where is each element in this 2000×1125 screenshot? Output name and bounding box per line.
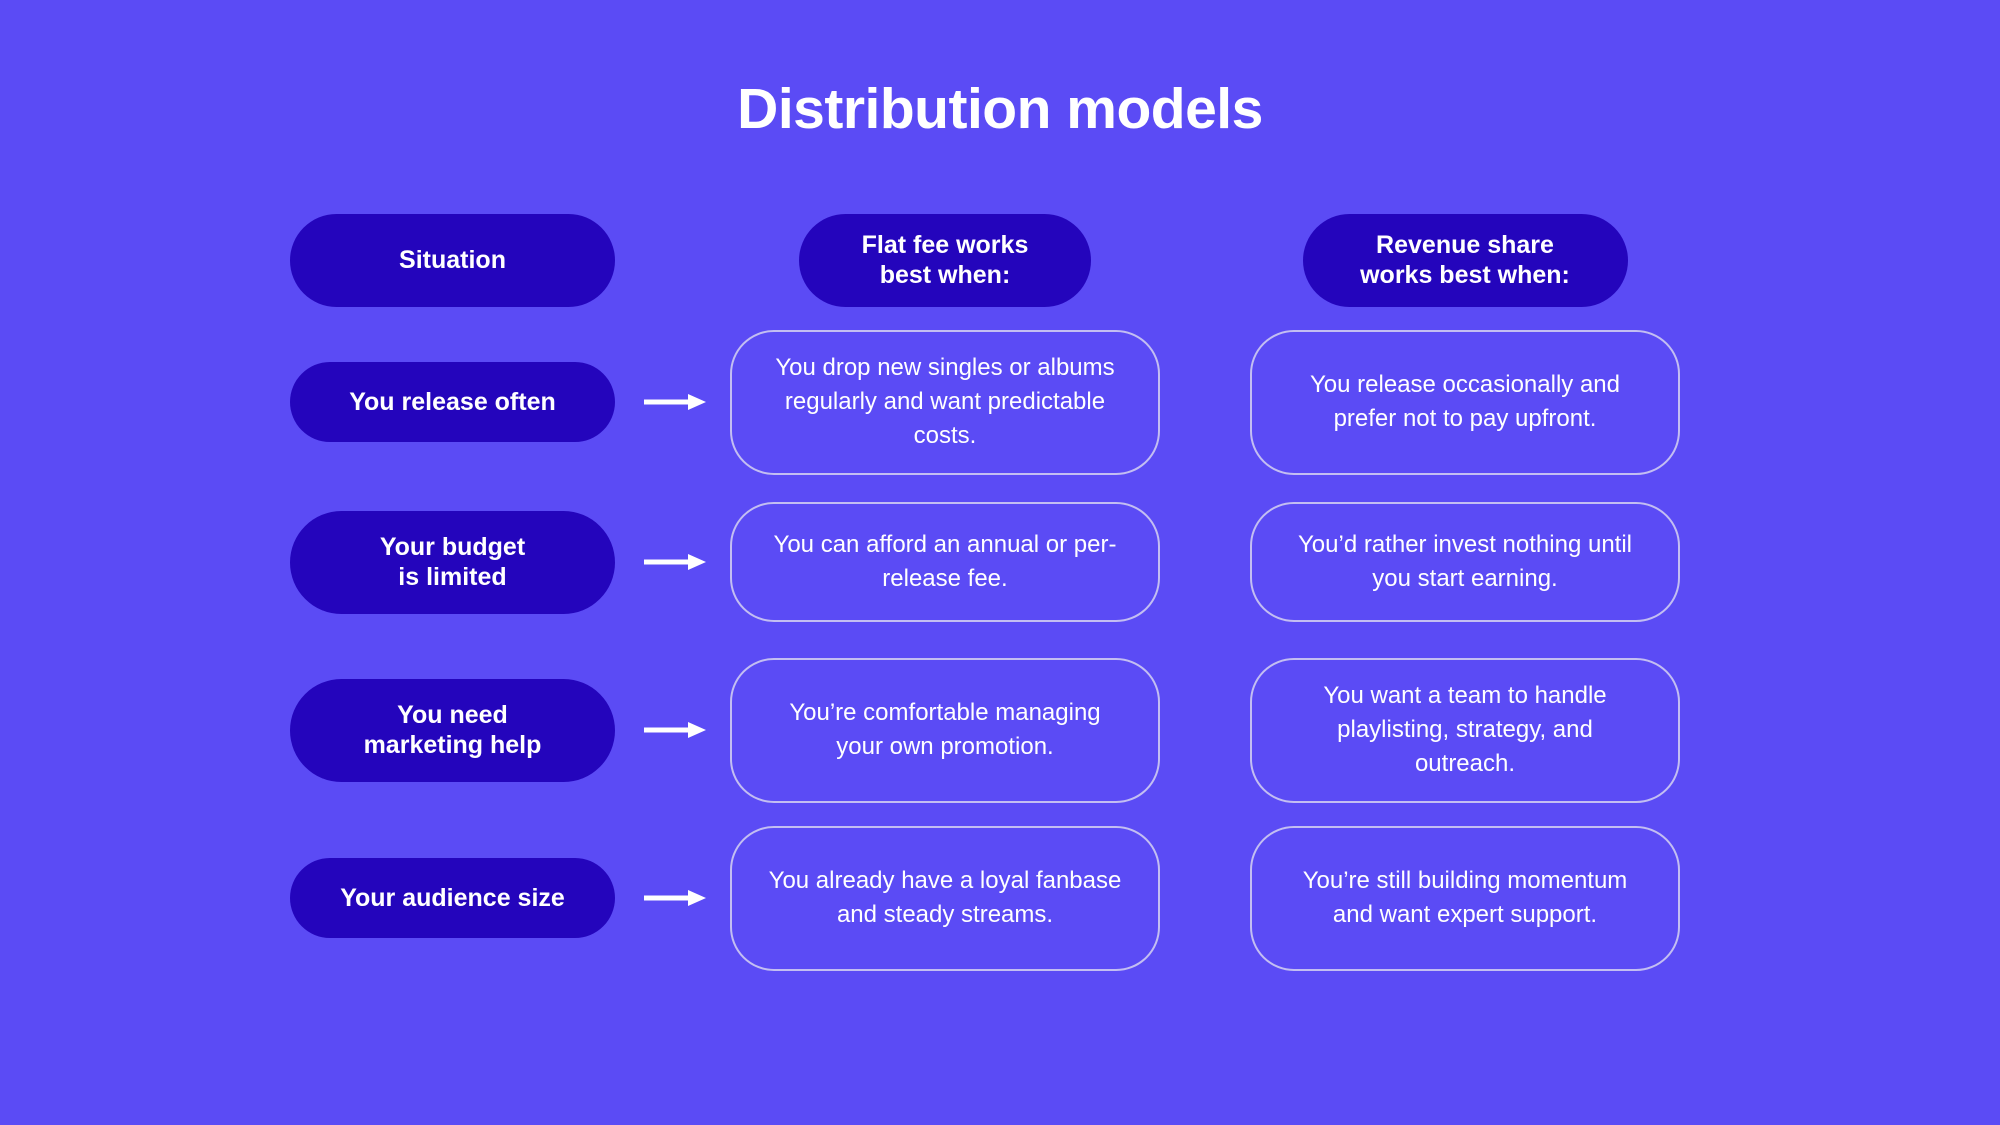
flat-fee-card: You can afford an annual or per-release … xyxy=(730,502,1160,622)
header-label-revenue-share-line2: works best when: xyxy=(1360,261,1570,289)
situation-label: You need marketing help xyxy=(364,700,542,761)
table-row: You need marketing help You’re comfortab… xyxy=(0,656,2000,824)
row-situation-cell: Your audience size xyxy=(290,846,615,950)
header-label-situation: Situation xyxy=(399,245,506,274)
row-flat-fee-cell: You’re comfortable managing your own pro… xyxy=(730,657,1160,803)
row-revenue-share-cell: You’re still building momentum and want … xyxy=(1250,825,1680,971)
header-label-flat-fee-line1: Flat fee works xyxy=(861,230,1029,259)
header-pill-revenue-share: Revenue share works best when: xyxy=(1302,213,1628,307)
situation-label-line2: marketing help xyxy=(363,731,542,759)
revenue-share-text: You release occasionally and prefer not … xyxy=(1310,370,1620,432)
row-arrow-cell xyxy=(625,670,725,790)
revenue-share-text: You’re still building momentum and want … xyxy=(1302,866,1628,928)
row-revenue-share-cell: You want a team to handle playlisting, s… xyxy=(1250,657,1680,803)
header-label-revenue-share: Revenue share works best when: xyxy=(1360,230,1570,291)
flat-fee-text: You already have a loyal fanbase and ste… xyxy=(768,866,1122,928)
row-arrow-cell xyxy=(625,502,725,622)
flat-fee-text: You drop new singles or albums regularly… xyxy=(775,353,1115,450)
row-flat-fee-cell: You already have a loyal fanbase and ste… xyxy=(730,825,1160,971)
situation-pill: You need marketing help xyxy=(290,678,615,782)
flat-fee-card: You drop new singles or albums regularly… xyxy=(730,329,1160,475)
revenue-share-card: You want a team to handle playlisting, s… xyxy=(1250,657,1680,803)
header-pill-situation: Situation xyxy=(290,213,615,307)
situation-pill: Your audience size xyxy=(290,858,615,938)
arrow-right-icon xyxy=(644,391,706,413)
situation-pill: You release often xyxy=(290,362,615,442)
revenue-share-card: You release occasionally and prefer not … xyxy=(1250,329,1680,475)
situation-label-line2: is limited xyxy=(398,563,507,591)
table-row: Your audience size You already have a lo… xyxy=(0,824,2000,994)
page-title: Distribution models xyxy=(737,77,1263,141)
comparison-grid: Situation Flat fee works best when: Reve… xyxy=(0,200,2000,994)
arrow-right-icon xyxy=(644,719,706,741)
table-row: You release often You drop new singles o… xyxy=(0,320,2000,484)
revenue-share-text: You’d rather invest nothing until you st… xyxy=(1297,530,1632,592)
header-cell-situation: Situation xyxy=(290,213,615,307)
row-flat-fee-cell: You drop new singles or albums regularly… xyxy=(730,329,1160,475)
situation-label: Your budget is limited xyxy=(380,532,525,593)
situation-label-line1: You need xyxy=(397,700,508,729)
revenue-share-text: You want a team to handle playlisting, s… xyxy=(1323,681,1607,778)
revenue-share-card: You’re still building momentum and want … xyxy=(1250,825,1680,971)
arrow-right-icon xyxy=(644,887,706,909)
row-situation-cell: Your budget is limited xyxy=(290,502,615,622)
header-label-flat-fee-line2: best when: xyxy=(879,261,1011,289)
situation-label-line1: Your budget xyxy=(379,532,526,561)
header-label-revenue-share-line1: Revenue share xyxy=(1376,230,1554,259)
header-label-flat-fee: Flat fee works best when: xyxy=(862,230,1029,291)
situation-label: You release often xyxy=(349,387,556,416)
header-cell-revenue-share: Revenue share works best when: xyxy=(1250,213,1680,307)
flat-fee-card: You already have a loyal fanbase and ste… xyxy=(730,825,1160,971)
row-situation-cell: You need marketing help xyxy=(290,670,615,790)
situation-label: Your audience size xyxy=(340,883,565,912)
row-arrow-cell xyxy=(625,350,725,454)
row-revenue-share-cell: You’d rather invest nothing until you st… xyxy=(1250,502,1680,622)
row-situation-cell: You release often xyxy=(290,350,615,454)
situation-pill: Your budget is limited xyxy=(290,510,615,614)
flat-fee-card: You’re comfortable managing your own pro… xyxy=(730,657,1160,803)
row-revenue-share-cell: You release occasionally and prefer not … xyxy=(1250,329,1680,475)
table-row: Your budget is limited You can afford an… xyxy=(0,484,2000,656)
row-flat-fee-cell: You can afford an annual or per-release … xyxy=(730,502,1160,622)
arrow-right-icon xyxy=(644,551,706,573)
revenue-share-card: You’d rather invest nothing until you st… xyxy=(1250,502,1680,622)
header-pill-flat-fee: Flat fee works best when: xyxy=(799,213,1091,307)
flat-fee-text: You’re comfortable managing your own pro… xyxy=(789,698,1101,760)
row-arrow-cell xyxy=(625,846,725,950)
flat-fee-text: You can afford an annual or per-release … xyxy=(773,530,1117,592)
header-row: Situation Flat fee works best when: Reve… xyxy=(0,200,2000,320)
header-cell-flat-fee: Flat fee works best when: xyxy=(730,213,1160,307)
